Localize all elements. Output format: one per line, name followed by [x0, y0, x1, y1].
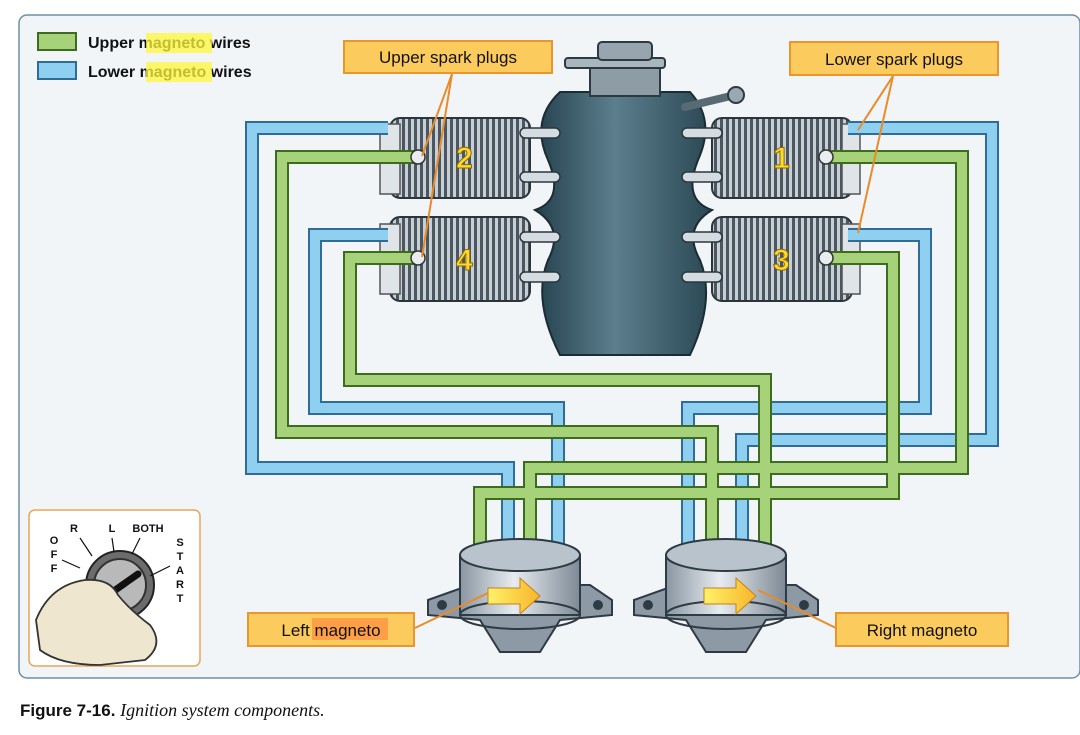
callout-right-magneto: Right magneto — [835, 612, 1009, 647]
switch-start-t1: T — [177, 551, 184, 563]
switch-r: R — [70, 523, 78, 535]
upper-spark-plugs-label: Upper spark plugs — [379, 48, 517, 67]
callout-leaders — [414, 73, 894, 629]
cylinder-number-4: 4 — [456, 244, 473, 277]
switch-off-o: O — [50, 535, 59, 547]
switch-l: L — [109, 523, 116, 535]
figure-description: Ignition system components. — [120, 700, 325, 720]
right-magneto — [633, 538, 819, 653]
switch-start-s: S — [176, 537, 183, 549]
callout-upper-spark-plugs: Upper spark plugs — [343, 40, 553, 74]
switch-start-r: R — [176, 579, 184, 591]
switch-start-t2: T — [177, 593, 184, 605]
upper-magneto-wires — [275, 150, 969, 550]
left-magneto — [427, 538, 613, 653]
callout-left-magneto: Left magneto — [247, 612, 415, 647]
engine-block — [519, 41, 745, 356]
left-magneto-label: Left magneto — [281, 621, 380, 640]
ignition-switch-inset: O F F R L BOTH S T A R T — [28, 509, 201, 667]
legend-upper-swatch — [37, 32, 77, 51]
switch-start-a: A — [176, 565, 184, 577]
legend-lower-swatch — [37, 61, 77, 80]
figure-caption: Figure 7-16. Ignition system components. — [20, 700, 325, 721]
cylinder-1 — [711, 117, 861, 199]
cylinder-number-1: 1 — [773, 142, 790, 175]
switch-both: BOTH — [132, 523, 163, 535]
figure-number: Figure 7-16. — [20, 701, 116, 720]
lower-spark-plugs-label: Lower spark plugs — [825, 50, 963, 69]
switch-off-f2: F — [51, 563, 58, 575]
hand-icon — [35, 578, 158, 666]
switch-off-f1: F — [51, 549, 58, 561]
legend: Upper magneto wires Lower magneto wires — [37, 32, 252, 82]
right-magneto-label: Right magneto — [867, 621, 978, 640]
callout-lower-spark-plugs: Lower spark plugs — [789, 41, 999, 76]
cylinder-number-3: 3 — [773, 244, 790, 277]
cylinder-number-2: 2 — [456, 142, 473, 175]
